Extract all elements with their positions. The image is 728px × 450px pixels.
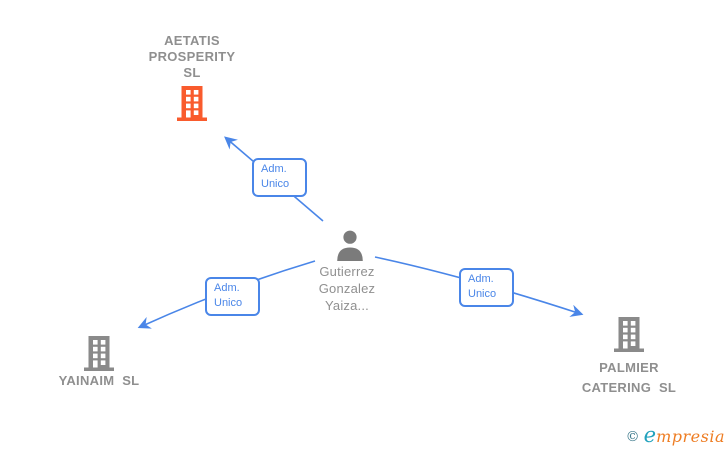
company-name-palmier[interactable]: PALMIER CATERING SL [554, 358, 704, 398]
edge-label-adm-unico-right: Adm. Unico [459, 268, 514, 307]
building-icon[interactable] [614, 317, 644, 357]
person-name-line: Gutierrez [319, 264, 375, 279]
brand-logo-text: mpresia [656, 427, 725, 446]
empresia-watermark: ©empresia [626, 423, 725, 447]
person-icon[interactable] [336, 230, 364, 266]
edge-label-line: Unico [261, 178, 290, 190]
brand-logo-e: e [643, 423, 657, 447]
person-name-line: Yaiza... [325, 298, 369, 313]
company-name-line: PROSPERITY [148, 49, 236, 64]
company-name-line: SL [183, 65, 201, 80]
company-name-line: PALMIER [599, 360, 659, 375]
edge-label-line: Adm. [214, 282, 240, 294]
edge-label-line: Unico [214, 297, 243, 309]
company-name-line: YAINAIM SL [58, 373, 140, 388]
edge-label-adm-unico-top: Adm. Unico [252, 158, 307, 197]
company-name-line: AETATIS [164, 33, 220, 48]
edge-label-line: Adm. [261, 163, 287, 175]
edge-label-line: Adm. [468, 273, 494, 285]
building-icon[interactable] [177, 86, 207, 126]
company-name-line: CATERING SL [581, 380, 677, 395]
copyright-icon: © [625, 429, 640, 445]
edge-label-line: Unico [468, 288, 497, 300]
person-name[interactable]: Gutierrez Gonzalez Yaiza... [277, 263, 417, 314]
company-name-yainaim[interactable]: YAINAIM SL [24, 373, 174, 389]
edge-label-adm-unico-left: Adm. Unico [205, 277, 260, 316]
building-icon[interactable] [84, 336, 114, 376]
person-name-line: Gonzalez [318, 281, 376, 296]
company-name-aetatis[interactable]: AETATIS PROSPERITY SL [117, 33, 267, 81]
